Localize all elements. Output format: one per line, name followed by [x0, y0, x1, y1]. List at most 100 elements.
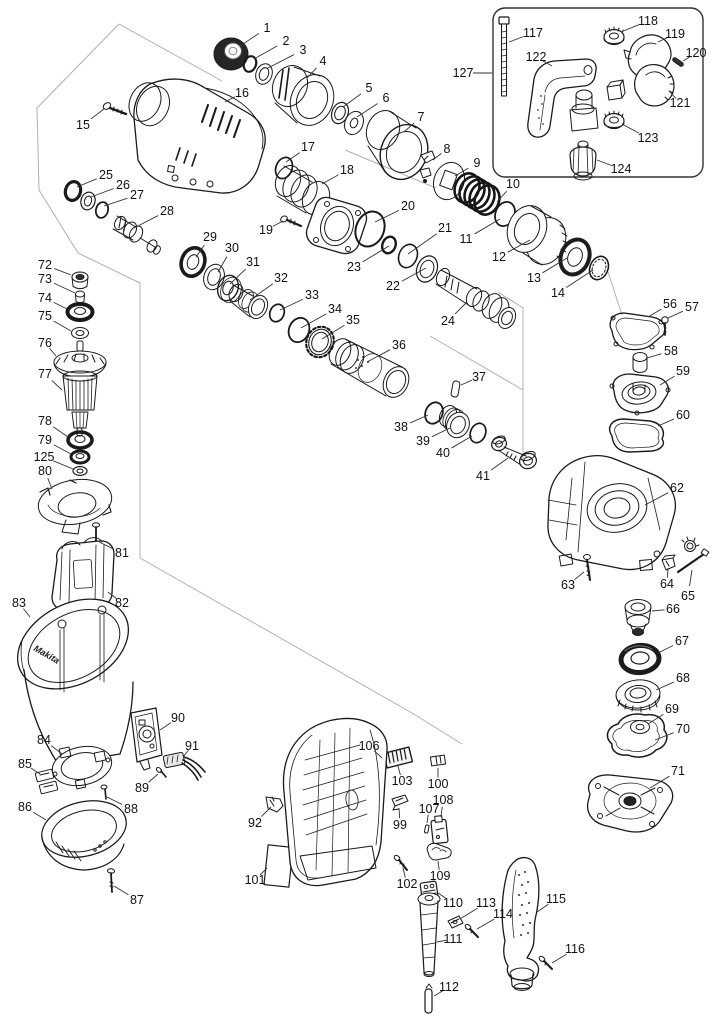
part-33-o-ring: [268, 303, 286, 323]
callout-part-106: 106: [359, 739, 383, 759]
leader-line: [306, 67, 317, 79]
part-12-tool-retainer: [506, 205, 569, 266]
part-2-stop-ring: [242, 55, 258, 73]
part-120-pin: [672, 57, 684, 67]
part-number-label: 17: [301, 140, 315, 154]
callout-part-7: 7: [403, 110, 425, 133]
callout-part-9: 9: [454, 156, 481, 177]
part-number-label: 121: [670, 96, 691, 110]
part-number-label: 7: [418, 110, 425, 124]
callout-part-90: 90: [159, 711, 185, 731]
part-6-flat-washer: [344, 110, 364, 136]
callout-part-32: 32: [249, 271, 288, 301]
part-35-toothed-washer: [305, 325, 335, 359]
part-number-label: 32: [274, 271, 288, 285]
leader-line: [53, 444, 72, 455]
part-number-label: 108: [433, 793, 454, 807]
leader-line: [536, 903, 549, 913]
callout-part-116: 116: [551, 942, 585, 964]
leader-line: [103, 197, 128, 207]
callout-part-103: 103: [392, 765, 412, 788]
leader-line: [649, 775, 670, 789]
part-27-o-ring: [94, 201, 110, 219]
callout-part-26: 26: [90, 178, 130, 198]
part-31-cup-washer: [216, 274, 242, 304]
part-122-side-handle-arm: [527, 58, 599, 138]
leader-line: [621, 123, 640, 134]
part-70-gasket: [606, 713, 668, 758]
part-71-bearing-plate: [586, 774, 674, 833]
callout-part-27: 27: [103, 188, 144, 207]
leader-line: [651, 609, 665, 612]
leader-line: [51, 380, 63, 391]
callout-part-62: 62: [644, 481, 684, 506]
part-111-cord-guard: [417, 892, 441, 977]
leader-line: [574, 571, 585, 581]
callout-part-14: 14: [551, 269, 594, 300]
part-number-label: 79: [38, 433, 52, 447]
part-number-label: 62: [670, 481, 684, 495]
part-30-washer: [203, 263, 225, 291]
part-99-bracket: [391, 794, 409, 811]
callout-part-125: 125: [34, 450, 74, 470]
part-73-pin-sleeve: [75, 290, 85, 304]
leader-line: [148, 773, 159, 783]
part-number-label: 71: [671, 764, 685, 778]
callout-part-81: 81: [98, 541, 129, 560]
leader-line: [53, 301, 68, 310]
callout-part-86: 86: [18, 800, 47, 821]
part-number-label: 26: [116, 178, 130, 192]
callout-part-36: 36: [366, 338, 406, 363]
part-number-label: 64: [660, 577, 674, 591]
leader-line: [366, 349, 391, 363]
part-60-gasket: [608, 418, 665, 453]
leader-line: [300, 313, 327, 329]
part-102-screw: [393, 854, 408, 871]
leader-line: [397, 765, 401, 776]
callout-part-87: 87: [113, 885, 144, 907]
part-number-label: 11: [460, 232, 473, 246]
part-number-label: 74: [38, 291, 52, 305]
leader-line: [409, 414, 429, 424]
part-87-screw: [107, 868, 115, 893]
callout-part-89: 89: [135, 773, 159, 795]
part-83-motor-housing: Makita: [16, 598, 134, 765]
part-118-clamp-nut: [603, 26, 625, 46]
leader-line: [49, 347, 57, 357]
part-number-label: 127: [453, 66, 474, 80]
leader-line: [647, 713, 664, 725]
part-number-label: 70: [676, 722, 690, 736]
leader-line: [52, 426, 69, 438]
callout-part-77: 77: [38, 367, 63, 391]
part-77-armature: [62, 370, 98, 437]
part-number-label: 117: [523, 26, 543, 40]
part-number-label: 34: [328, 302, 342, 316]
part-40-o-ring: [469, 422, 487, 444]
callout-part-73: 73: [38, 272, 76, 294]
callout-part-101: 101: [245, 867, 268, 887]
part-number-label: 107: [419, 802, 440, 816]
part-number-label: 56: [663, 297, 677, 311]
part-number-label: 73: [38, 272, 52, 286]
callout-part-120: 120: [682, 46, 706, 62]
leader-line: [646, 353, 662, 359]
part-89-screw: [155, 767, 167, 778]
callout-part-84: 84: [37, 733, 63, 755]
construction-line: [429, 335, 524, 391]
construction-line: [497, 291, 524, 462]
leader-line: [454, 167, 469, 177]
part-62-crank-housing: [547, 455, 676, 572]
leader-line: [107, 591, 117, 599]
leader-line: [433, 990, 444, 997]
leader-line: [657, 418, 675, 427]
callout-part-5: 5: [342, 81, 373, 108]
callout-part-4: 4: [306, 54, 327, 79]
callout-part-39: 39: [416, 427, 451, 448]
side-handle-inset-box: [492, 7, 704, 178]
callout-part-85: 85: [18, 757, 41, 775]
part-number-label: 111: [443, 932, 462, 946]
leader-line: [159, 722, 172, 731]
part-78-ball-bearing: [66, 430, 94, 450]
callout-part-122: 122: [526, 50, 553, 67]
